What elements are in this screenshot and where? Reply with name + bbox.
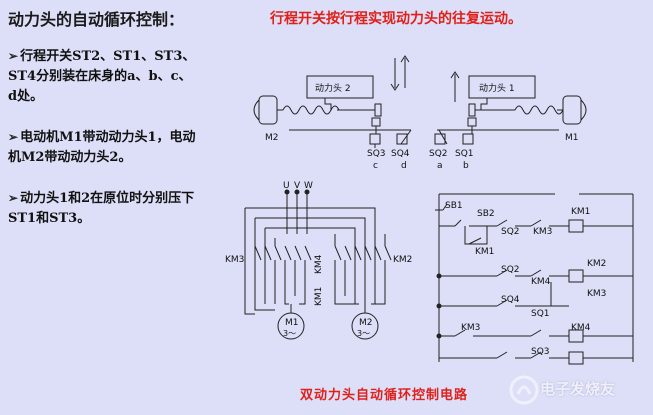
bullet-item-3: ➢动力头1和2在原位时分别压下ST1和ST3。 <box>8 188 198 229</box>
limit-switch-sq1 <box>462 117 477 145</box>
phase-u-label: U <box>283 181 290 191</box>
bullet-text-3: 动力头1和2在原位时分别压下ST1和ST3。 <box>8 191 195 226</box>
row4-km3-label: KM3 <box>461 323 480 333</box>
arrow-bullet-icon: ➢ <box>8 49 19 63</box>
switch-label-sq4: SQ4 <box>391 149 410 159</box>
bullet-item-2: ➢电动机M1带动动力头1，电动机M2带动动力头2。 <box>8 127 198 168</box>
switch-label-sq2: SQ2 <box>429 149 448 159</box>
contactor-km3-label: KM3 <box>225 255 244 265</box>
contactor-km2-label: KM2 <box>393 255 412 265</box>
limit-switch-sq2 <box>434 129 448 145</box>
row3-sq4-label: SQ4 <box>501 295 520 305</box>
watermark-logo-icon <box>509 375 539 405</box>
watermark: 电子发烧友 <box>506 372 646 408</box>
control-circuit <box>435 193 634 365</box>
page-subtitle: 行程开关按行程实现动力头的往复运动。 <box>270 11 522 27</box>
position-label-c: c <box>373 161 378 171</box>
motor2-symbol-name: M2 <box>359 318 373 328</box>
motor-m1-icon <box>557 95 587 125</box>
power-head-2 <box>306 75 374 99</box>
motor-m2-icon <box>253 95 283 125</box>
updown-arrows-icon <box>390 55 410 91</box>
motor1-symbol-name: M1 <box>285 318 299 328</box>
row1-km3-label: KM3 <box>533 227 552 237</box>
button-sb2-label: SB2 <box>477 209 495 219</box>
motor1-symbol-phase: 3～ <box>283 329 296 338</box>
arrow-bullet-icon: ➢ <box>8 130 19 144</box>
circuit-diagram: 动力头 2 动力头 1 M2 M1 SQ3 SQ4 SQ2 SQ1 c d a … <box>225 55 634 365</box>
row4-km4-coil-label: KM4 <box>571 323 591 333</box>
contactor-km4-label: KM4 <box>314 254 324 274</box>
row2-km2-coil-label: KM2 <box>587 259 606 269</box>
motor-m2-label: M2 <box>265 133 279 143</box>
head2-label: 动力头 2 <box>315 82 351 94</box>
row1-sq2-label: SQ2 <box>501 227 520 237</box>
switch-label-sq3: SQ3 <box>367 149 386 159</box>
position-label-b: b <box>463 161 469 171</box>
cam-right <box>468 103 476 117</box>
row1-km1-coil-label: KM1 <box>571 207 590 217</box>
bullet-item-1: ➢行程开关ST2、ST1、ST3、ST4分别装在床身的a、b、c、d处。 <box>8 46 198 107</box>
contactor-km1-label: KM1 <box>314 287 324 306</box>
power-circuit <box>244 189 392 340</box>
bullet-list: ➢行程开关ST2、ST1、ST3、ST4分别装在床身的a、b、c、d处。 ➢电动… <box>8 46 198 249</box>
row2-km4-label: KM4 <box>531 277 551 287</box>
page-title: 动力头的自动循环控制： <box>8 10 185 29</box>
phase-w-label: W <box>304 181 313 191</box>
cam-left <box>374 103 382 117</box>
lead-screw-left <box>282 105 340 115</box>
bullet-text-1: 行程开关ST2、ST1、ST3、ST4分别装在床身的a、b、c、d处。 <box>8 49 196 104</box>
row3-km3-coil-label: KM3 <box>587 289 606 299</box>
position-label-d: d <box>401 161 407 171</box>
watermark-text: 电子发烧友 <box>540 380 616 398</box>
button-sb1-label: SB1 <box>445 201 463 211</box>
row1-km1-hold-label: KM1 <box>475 247 494 257</box>
power-head-1 <box>468 75 536 99</box>
limit-switch-sq3 <box>369 117 381 148</box>
row2-sq2-label: SQ2 <box>501 265 520 275</box>
arrow-bullet-icon: ➢ <box>8 191 19 205</box>
bullet-text-2: 电动机M1带动动力头1，电动机M2带动动力头2。 <box>8 130 196 165</box>
lead-screw-right <box>514 105 564 115</box>
position-label-a: a <box>437 161 443 171</box>
row3-sq1-label: SQ1 <box>531 309 550 319</box>
switch-label-sq1: SQ1 <box>455 149 474 159</box>
row4-sq3-label: SQ3 <box>531 347 550 357</box>
head1-label: 动力头 1 <box>479 82 515 94</box>
motor2-symbol-phase: 3～ <box>357 329 370 338</box>
limit-switch-sq4 <box>396 129 412 145</box>
diagram-caption: 双动力头自动循环控制电路 <box>300 388 469 403</box>
motor-m1-label: M1 <box>565 133 579 143</box>
up-arrow-icon <box>450 71 460 102</box>
phase-v-label: V <box>294 181 301 191</box>
